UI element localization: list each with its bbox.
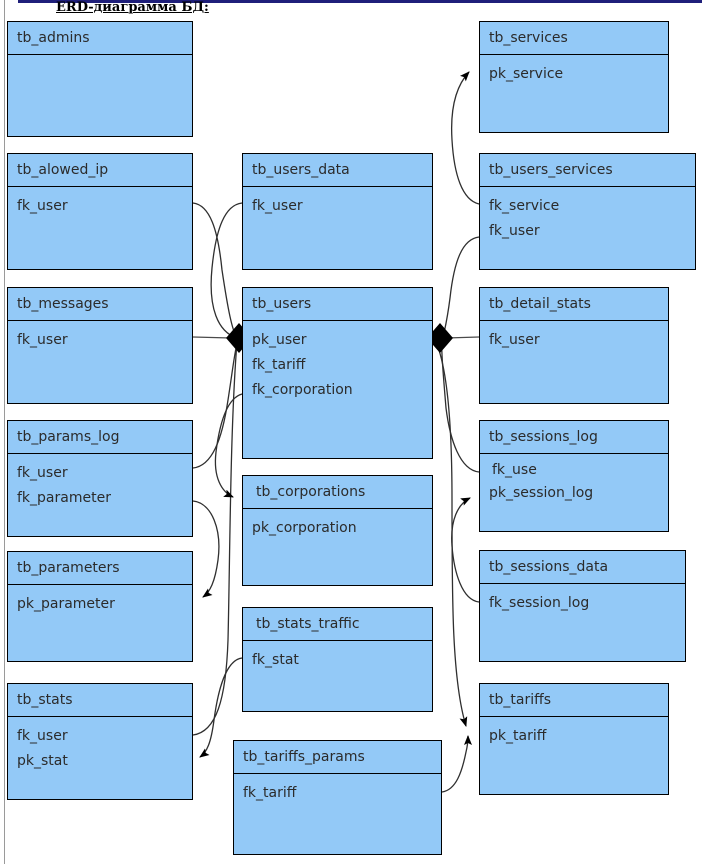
entity-tb-sessions-log[interactable]: tb_sessions_log fk_use pk_session_log xyxy=(479,420,669,532)
edge-users-services-users xyxy=(442,236,480,339)
entity-title: tb_stats_traffic xyxy=(243,608,432,641)
entity-title: tb_users xyxy=(243,288,432,321)
entity-attribute: fk_user xyxy=(17,198,68,214)
entity-title: tb_users_data xyxy=(243,154,432,187)
entity-tb-sessions-data[interactable]: tb_sessions_data fk_session_log xyxy=(479,550,686,662)
entity-tb-tariffs-params[interactable]: tb_tariffs_params fk_tariff xyxy=(233,740,442,855)
header-rule xyxy=(18,0,702,3)
entity-attribute: fk_user xyxy=(17,728,68,744)
entity-attributes: fk_user pk_stat xyxy=(8,717,192,774)
entity-title: tb_services xyxy=(480,22,668,55)
entity-tb-admins[interactable]: tb_admins xyxy=(7,21,193,137)
entity-attribute: fk_corporation xyxy=(252,382,353,398)
edge-users-data-users xyxy=(210,202,243,339)
entity-attribute: pk_tariff xyxy=(489,728,547,744)
entity-title: tb_stats xyxy=(8,684,192,717)
entity-attributes: pk_tariff xyxy=(480,717,668,749)
entity-attribute: pk_user xyxy=(252,332,307,348)
entity-title: tb_tariffs_params xyxy=(234,741,441,774)
page-title: ERD-диаграмма БД: xyxy=(56,0,209,15)
entity-attributes: fk_user fk_parameter xyxy=(8,454,192,511)
edge-messages-users xyxy=(192,336,232,339)
page-left-margin-rule xyxy=(4,0,5,864)
entity-attributes: fk_user xyxy=(243,187,432,219)
entity-attributes: fk_tariff xyxy=(234,774,441,806)
entity-tb-services[interactable]: tb_services pk_service xyxy=(479,21,669,133)
edge-detail-stats-users xyxy=(445,336,480,339)
entity-attribute: fk_user xyxy=(252,198,303,214)
entity-tb-stats[interactable]: tb_stats fk_user pk_stat xyxy=(7,683,193,800)
entity-tb-params-log[interactable]: tb_params_log fk_user fk_parameter xyxy=(7,420,193,537)
entity-attribute: pk_corporation xyxy=(252,520,357,536)
entity-title: tb_corporations xyxy=(243,476,432,509)
entity-title: tb_parameters xyxy=(8,552,192,585)
edge-users-corporations xyxy=(214,393,243,498)
entity-title: tb_admins xyxy=(8,22,192,55)
entity-title: tb_detail_stats xyxy=(480,288,668,321)
entity-attributes: fk_stat xyxy=(243,641,432,673)
entity-tb-stats-traffic[interactable]: tb_stats_traffic fk_stat xyxy=(242,607,433,712)
edge-alowed-ip-users xyxy=(192,202,238,339)
edge-params-log-users xyxy=(192,339,239,469)
entity-tb-users-data[interactable]: tb_users_data fk_user xyxy=(242,153,433,270)
edge-users-services-services xyxy=(450,71,480,205)
edge-params-log-parameters xyxy=(192,500,220,598)
edge-sessions-log-users xyxy=(441,339,480,473)
entity-attribute: fk_user xyxy=(489,332,540,348)
entity-attributes: pk_user fk_tariff fk_corporation xyxy=(243,321,432,403)
entity-attribute: fk_user xyxy=(17,332,68,348)
entity-title: tb_tariffs xyxy=(480,684,668,717)
entity-attributes: fk_service fk_user xyxy=(480,187,695,244)
entity-tb-alowed-ip[interactable]: tb_alowed_ip fk_user xyxy=(7,153,193,270)
entity-title: tb_params_log xyxy=(8,421,192,454)
edge-users-tariffs xyxy=(435,341,468,727)
entity-attributes xyxy=(8,55,192,62)
entity-attribute: fk_tariff xyxy=(252,357,306,373)
entity-attribute: fk_use xyxy=(492,462,537,478)
entity-attributes: pk_corporation xyxy=(243,509,432,541)
entity-tb-detail-stats[interactable]: tb_detail_stats fk_user xyxy=(479,287,669,404)
entity-tb-corporations[interactable]: tb_corporations pk_corporation xyxy=(242,475,433,586)
entity-attribute: fk_session_log xyxy=(489,595,590,611)
entity-attributes: fk_session_log xyxy=(480,584,685,616)
entity-attributes: fk_user xyxy=(8,187,192,219)
entity-attributes: pk_service xyxy=(480,55,668,87)
entity-tb-messages[interactable]: tb_messages fk_user xyxy=(7,287,193,404)
edge-sessions-data-sessions-log xyxy=(451,497,480,603)
entity-attributes: fk_user xyxy=(8,321,192,353)
entity-attribute: pk_stat xyxy=(17,753,68,769)
entity-tb-users[interactable]: tb_users pk_user fk_tariff fk_corporatio… xyxy=(242,287,433,459)
entity-tb-tariffs[interactable]: tb_tariffs pk_tariff xyxy=(479,683,669,795)
entity-title: tb_users_services xyxy=(480,154,695,187)
edge-tariffs-params-tariffs xyxy=(441,735,472,793)
entity-attribute: pk_parameter xyxy=(17,596,115,612)
entity-title: tb_sessions_log xyxy=(480,421,668,454)
entity-attribute: fk_user xyxy=(17,465,68,481)
entity-attribute: fk_stat xyxy=(252,652,299,668)
entity-attributes: pk_parameter xyxy=(8,585,192,617)
entity-tb-parameters[interactable]: tb_parameters pk_parameter xyxy=(7,551,193,662)
entity-tb-users-services[interactable]: tb_users_services fk_service fk_user xyxy=(479,153,696,270)
entity-title: tb_messages xyxy=(8,288,192,321)
entity-title: tb_alowed_ip xyxy=(8,154,192,187)
entity-attributes: fk_user xyxy=(480,321,668,353)
entity-attribute: fk_service xyxy=(489,198,560,214)
entity-attribute: fk_parameter xyxy=(17,490,111,506)
entity-attribute: pk_service xyxy=(489,66,564,82)
entity-attribute: pk_session_log xyxy=(489,485,594,501)
entity-attributes: fk_use pk_session_log xyxy=(480,454,668,505)
edge-stats-users xyxy=(192,341,238,736)
entity-attribute: fk_tariff xyxy=(243,785,297,801)
entity-title: tb_sessions_data xyxy=(480,551,685,584)
entity-attribute: fk_user xyxy=(489,223,540,239)
